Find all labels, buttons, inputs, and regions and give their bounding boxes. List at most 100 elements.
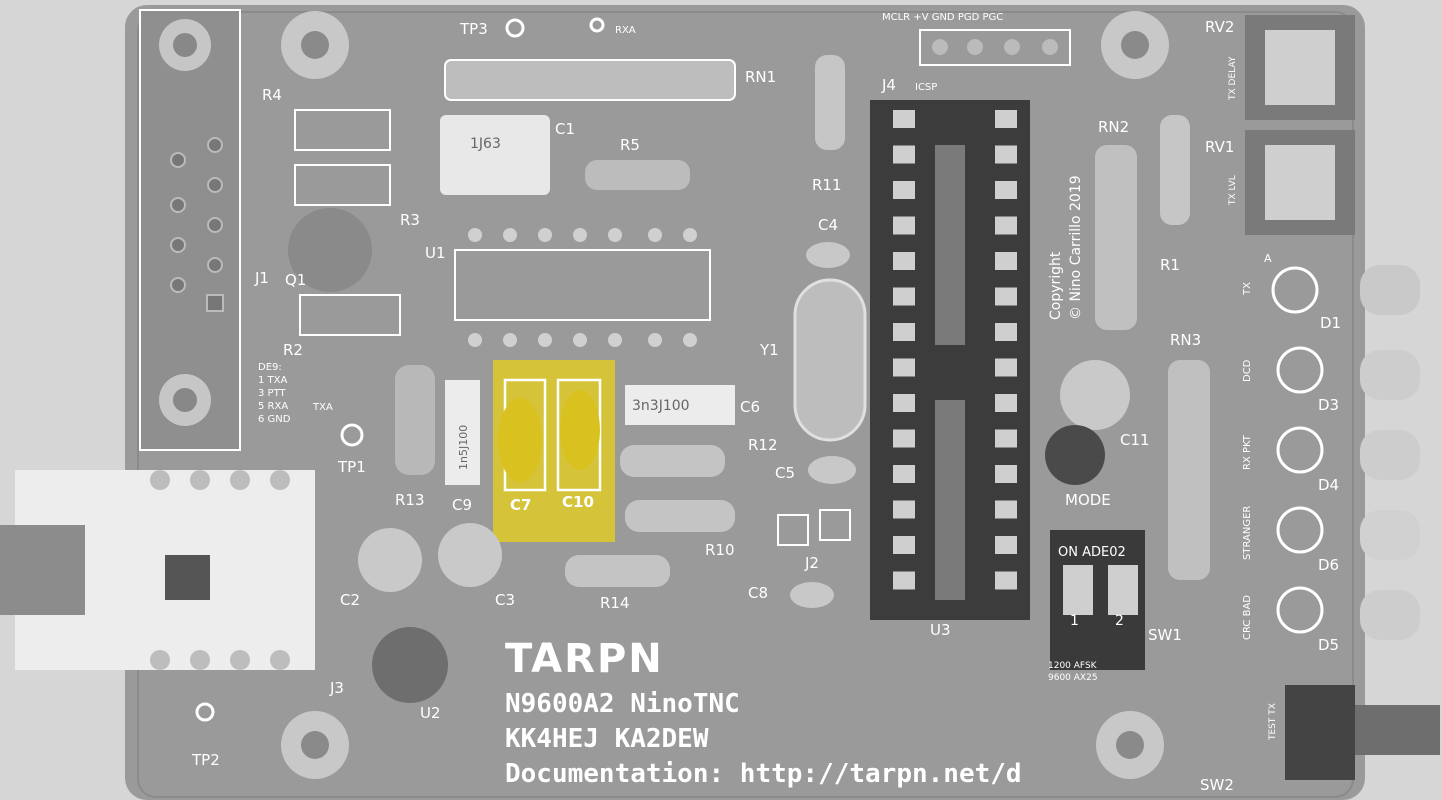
c9-capacitor (445, 380, 480, 485)
pinout-3: 3 PTT (258, 388, 287, 399)
socket-pin (995, 571, 1017, 590)
board-callsigns: KK4HEJ KA2DEW (505, 724, 709, 754)
r4-label: R4 (262, 86, 282, 104)
rv1-function: TX LVL (1228, 175, 1238, 206)
socket-pin (995, 536, 1017, 554)
socket-pin (893, 181, 915, 199)
rn2-resistor-network (1095, 145, 1137, 330)
sw1-label: SW1 (1148, 626, 1182, 644)
socket-pin (893, 216, 915, 235)
socket-pin (995, 181, 1017, 199)
socket-pin (995, 287, 1017, 306)
d5-function: CRC BAD (1242, 595, 1253, 640)
icsp-label: ICSP (915, 82, 937, 93)
tp2-label: TP2 (191, 751, 220, 769)
switch-position-2: 2 (1115, 613, 1124, 629)
c4-capacitor (806, 242, 850, 268)
r3-label: R3 (400, 211, 420, 229)
tp1-label: TP1 (337, 458, 366, 476)
led-anode-marker: A (1264, 252, 1272, 265)
c4-label: C4 (818, 216, 838, 234)
c6-label: C6 (740, 398, 760, 416)
rn3-label: RN3 (1170, 331, 1201, 349)
c3-label: C3 (495, 591, 515, 609)
c1-marking: 1J63 (470, 136, 501, 152)
r12-label: R12 (748, 436, 778, 454)
switch-marking: ON ADE02 (1058, 545, 1126, 560)
copyright-line1: Copyright (1048, 251, 1064, 320)
rn1-resistor-network (444, 59, 736, 101)
c6-capacitor (625, 385, 735, 425)
d1-function: TX (1242, 282, 1253, 296)
socket-pin (995, 500, 1017, 519)
r5-resistor (585, 160, 690, 190)
baud-option-1: 1200 AFSK (1048, 661, 1098, 671)
d3-function: DCD (1242, 359, 1253, 382)
q1-label: Q1 (285, 271, 306, 289)
rv1-label: RV1 (1205, 138, 1234, 156)
test-points (195, 17, 605, 722)
socket-pin (893, 110, 915, 128)
socket-pin (995, 358, 1017, 377)
c7-capacitor (498, 398, 542, 482)
c9-label: C9 (452, 496, 472, 514)
r11-resistor (815, 55, 845, 150)
mounting-holes (159, 11, 1169, 779)
c8-capacitor (790, 582, 834, 608)
socket-pin (995, 216, 1017, 235)
c2-label: C2 (340, 591, 360, 609)
c5-capacitor (808, 456, 856, 484)
d3-label: D3 (1318, 396, 1339, 414)
rn2-label: RN2 (1098, 118, 1129, 136)
socket-pin (893, 252, 915, 270)
socket-pin (893, 394, 915, 412)
pinout-1: 1 TXA (258, 375, 288, 386)
d5-label: D5 (1318, 636, 1339, 654)
rv2-label: RV2 (1205, 18, 1234, 36)
socket-pin (893, 358, 915, 377)
r1-resistor (1160, 115, 1190, 225)
j4-label: J4 (881, 76, 896, 94)
socket-pin (995, 429, 1017, 448)
r10-resistor (625, 500, 735, 532)
sw2-function: TEST TX (1268, 703, 1278, 741)
c1-capacitor (440, 115, 550, 195)
mode-label: MODE (1065, 491, 1111, 509)
d6-function: STRANGER (1242, 506, 1253, 560)
u1-pins (468, 228, 697, 347)
sw2-label: SW2 (1200, 776, 1234, 794)
usb-connector (0, 525, 85, 615)
socket-pin (995, 110, 1017, 128)
u2-label: U2 (420, 704, 441, 722)
r13-label: R13 (395, 491, 425, 509)
d6-label: D6 (1318, 556, 1339, 574)
baud-option-2: 9600 AX25 (1048, 673, 1098, 683)
socket-pin (995, 465, 1017, 483)
socket-pin (893, 465, 915, 483)
r14-resistor (565, 555, 670, 587)
de9-pins (170, 137, 224, 312)
r11-label: R11 (812, 176, 842, 194)
c10-capacitor (560, 390, 600, 470)
tp3-label: TP3 (459, 20, 488, 38)
c9-marking: 1n5J100 (457, 425, 470, 470)
socket-pin (893, 571, 915, 590)
rn3-resistor-network (1168, 360, 1210, 580)
c11-label: C11 (1120, 431, 1150, 449)
rn1-label: RN1 (745, 68, 776, 86)
documentation-url: Documentation: http://tarpn.net/d (505, 759, 1022, 789)
u1-ic-outline (454, 249, 711, 321)
r5-label: R5 (620, 136, 640, 154)
c5-label: C5 (775, 464, 795, 482)
board-model: N9600A2 NinoTNC (505, 689, 740, 719)
rv2-function: TX DELAY (1228, 56, 1238, 101)
r13-resistor (395, 365, 435, 475)
switch-position-1: 1 (1070, 613, 1079, 629)
icsp-header (919, 29, 1071, 66)
c6-marking: 3n3J100 (632, 398, 690, 414)
u1-label: U1 (425, 244, 446, 262)
y1-crystal (793, 278, 867, 442)
r14-label: R14 (600, 594, 630, 612)
r2-label: R2 (283, 341, 303, 359)
usb-chip (165, 555, 210, 600)
